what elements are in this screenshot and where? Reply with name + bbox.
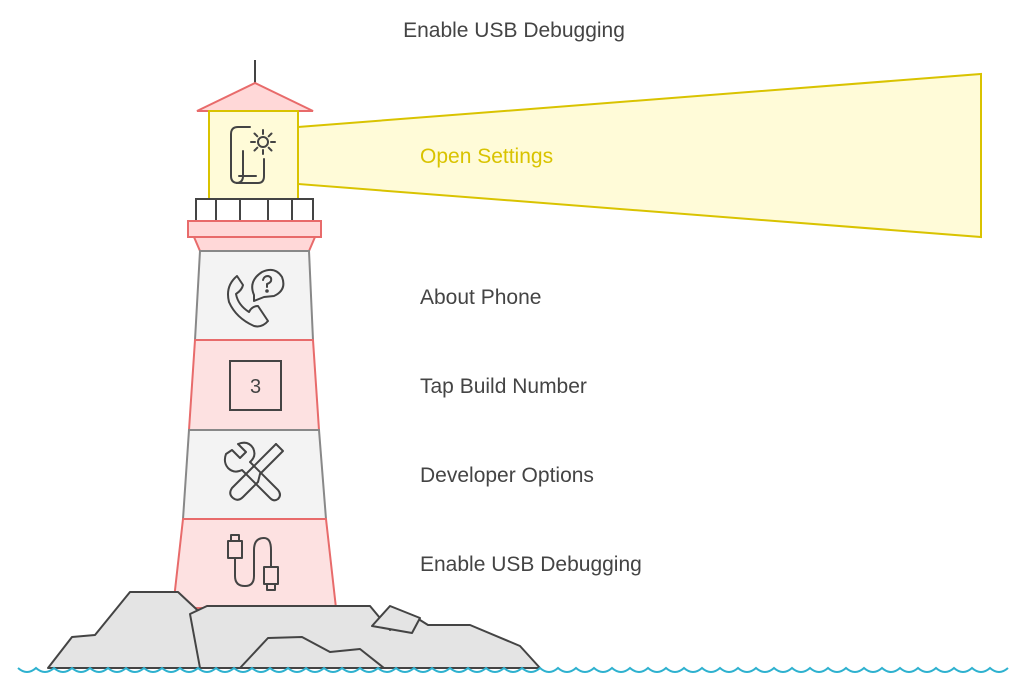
step-label-tap-build-number: Tap Build Number — [420, 375, 587, 398]
tower-band-developer-options — [181, 429, 328, 520]
number-tile-icon: 3 — [229, 360, 282, 411]
step-label-open-settings: Open Settings — [420, 145, 553, 168]
lighthouse-lantern — [208, 110, 299, 200]
usb-cable-icon — [227, 534, 279, 591]
rocks — [47, 591, 541, 669]
number-tile-text: 3 — [250, 376, 261, 398]
diagram-title: Enable USB Debugging — [403, 19, 625, 42]
wrench-tools-icon — [223, 441, 284, 502]
light-beam — [297, 72, 982, 239]
ocean-waves — [17, 666, 1009, 673]
phone-call-question-icon — [227, 268, 285, 328]
step-label-developer-options: Developer Options — [420, 464, 594, 487]
lighthouse-neck — [192, 236, 317, 252]
step-label-about-phone: About Phone — [420, 286, 541, 309]
lighthouse-deck — [187, 220, 322, 238]
lighthouse-gallery-railing — [195, 198, 314, 222]
lighthouse-roof — [196, 81, 314, 112]
phone-settings-icon — [230, 126, 276, 184]
step-label-enable-usb-debugging: Enable USB Debugging — [420, 553, 642, 576]
